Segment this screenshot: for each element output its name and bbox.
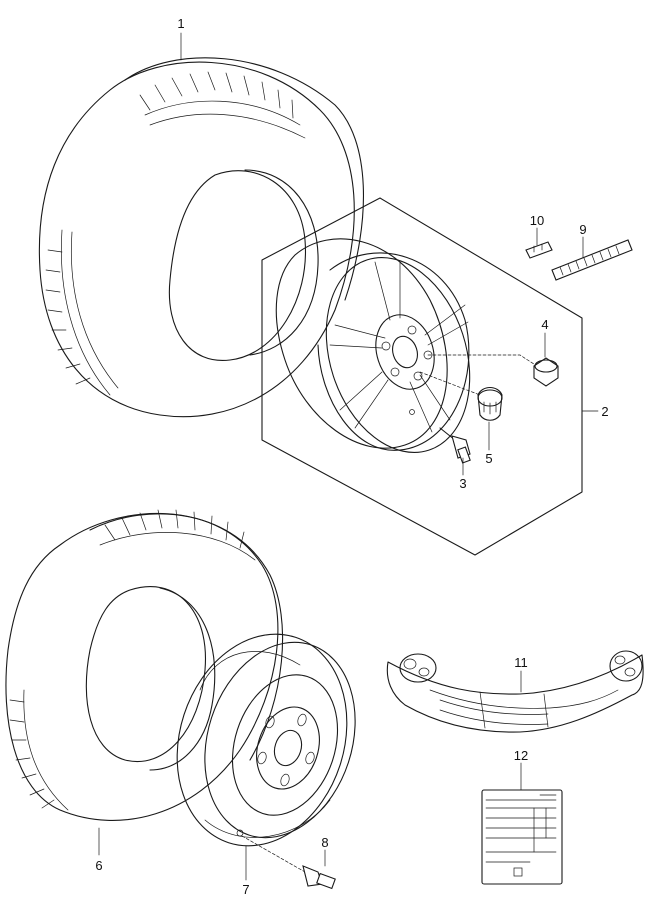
callout-2: 2 [601,404,608,419]
callout-10: 10 [530,213,544,228]
callout-8: 8 [321,835,328,850]
callout-1: 1 [177,16,184,31]
balance-weight-clip[interactable] [525,241,553,259]
tool-tray[interactable] [386,650,644,733]
balance-weight-strip[interactable] [551,239,633,281]
assembly-leader-lines [419,354,541,396]
valve-stem-alloy[interactable] [439,427,471,464]
callout-4: 4 [541,317,548,332]
callouts: 1 2 3 4 5 6 7 8 9 10 11 12 [95,16,608,897]
callout-7: 7 [242,882,249,897]
callout-12: 12 [514,748,528,763]
wheel-assembly-outline [261,197,583,556]
spare-tire[interactable] [5,509,284,821]
callout-11: 11 [514,655,528,670]
steel-wheel[interactable] [151,612,380,868]
callout-9: 9 [579,222,586,237]
callout-6: 6 [95,858,102,873]
valve-stem-steel[interactable] [241,835,336,890]
callout-3: 3 [459,476,466,491]
callout-leaders [98,32,599,881]
wheel-nut[interactable] [533,357,559,387]
tire-main[interactable] [38,57,364,418]
callout-5: 5 [485,451,492,466]
alloy-wheel[interactable] [275,238,493,471]
tire-placard-label[interactable] [481,789,563,885]
center-cap[interactable] [477,386,503,421]
